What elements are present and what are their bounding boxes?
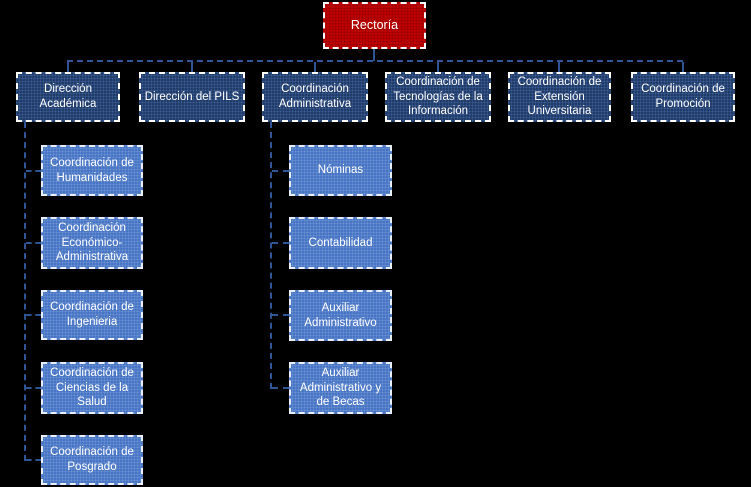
connector-elbow <box>26 387 41 389</box>
connector-elbow <box>272 314 289 316</box>
connector-root-stub <box>373 49 375 61</box>
node-label: Rectoría <box>350 17 399 32</box>
org-node-direccion-academica: Dirección Académica <box>16 72 120 122</box>
node-label: Coordinación de Posgrado <box>50 446 134 473</box>
node-label: Coordinación de Promoción <box>641 83 725 110</box>
org-node-coordinacion-ingenieria: Coordinación de Ingenieria <box>41 290 143 340</box>
org-node-direccion-del-pils: Dirección del PILS <box>139 72 245 122</box>
org-node-coordinacion-economico-administrativa: Coordinación Económico-Administrativa <box>41 217 143 269</box>
connector-elbow <box>26 170 41 172</box>
node-label: Auxiliar Administrativo y de Becas <box>299 366 382 409</box>
org-node-coordinacion-ciencias-salud: Coordinación de Ciencias de la Salud <box>41 362 143 414</box>
org-node-coordinacion-administrativa: Coordinación Administrativa <box>262 72 368 122</box>
connector-administrativa-spine <box>270 122 272 389</box>
node-label: Dirección del PILS <box>144 90 240 103</box>
node-label: Coordinación de Humanidades <box>50 156 134 184</box>
node-label: Coordinación de Extensión Universitaria <box>517 75 602 118</box>
org-node-coordinacion-promocion: Coordinación de Promoción <box>631 72 735 122</box>
connector-level2-stub <box>682 62 684 72</box>
org-node-auxiliar-administrativo-becas: Auxiliar Administrativo y de Becas <box>289 362 392 414</box>
connector-elbow <box>26 459 41 461</box>
node-label: Coordinación de Tecnologías de la Inform… <box>393 75 483 118</box>
org-node-coordinacion-extension-universitaria: Coordinación de Extensión Universitaria <box>508 72 611 122</box>
connector-level2-stub <box>314 62 316 72</box>
org-node-coordinacion-tecnologias-informacion: Coordinación de Tecnologías de la Inform… <box>385 72 491 122</box>
connector-elbow <box>26 314 41 316</box>
connector-elbow <box>26 242 41 244</box>
node-label: Nóminas <box>317 164 364 177</box>
org-node-auxiliar-administrativo: Auxiliar Administrativo <box>289 290 392 341</box>
connector-elbow <box>272 170 289 172</box>
connector-elbow <box>272 242 289 244</box>
connector-level2-stub <box>437 62 439 72</box>
org-node-rectoria: Rectoría <box>323 2 426 49</box>
node-label: Auxiliar Administrativo <box>304 301 377 329</box>
org-node-coordinacion-posgrado: Coordinación de Posgrado <box>41 435 143 485</box>
org-node-coordinacion-humanidades: Coordinación de Humanidades <box>41 145 143 196</box>
connector-academica-spine <box>24 122 26 461</box>
org-node-contabilidad: Contabilidad <box>289 217 392 269</box>
node-label: Contabilidad <box>308 236 373 249</box>
node-label: Coordinación de Ingenieria <box>50 301 134 328</box>
node-label: Dirección Académica <box>39 83 97 110</box>
connector-level2-stub <box>191 62 193 72</box>
org-node-nominas: Nóminas <box>289 145 392 196</box>
node-label: Coordinación de Ciencias de la Salud <box>50 366 134 409</box>
connector-elbow <box>272 387 289 389</box>
connector-level2-bus <box>67 60 683 62</box>
connector-level2-stub <box>67 62 69 72</box>
connector-level2-stub <box>558 62 560 72</box>
node-label: Coordinación Administrativa <box>278 83 352 110</box>
node-label: Coordinación Económico-Administrativa <box>55 221 129 264</box>
